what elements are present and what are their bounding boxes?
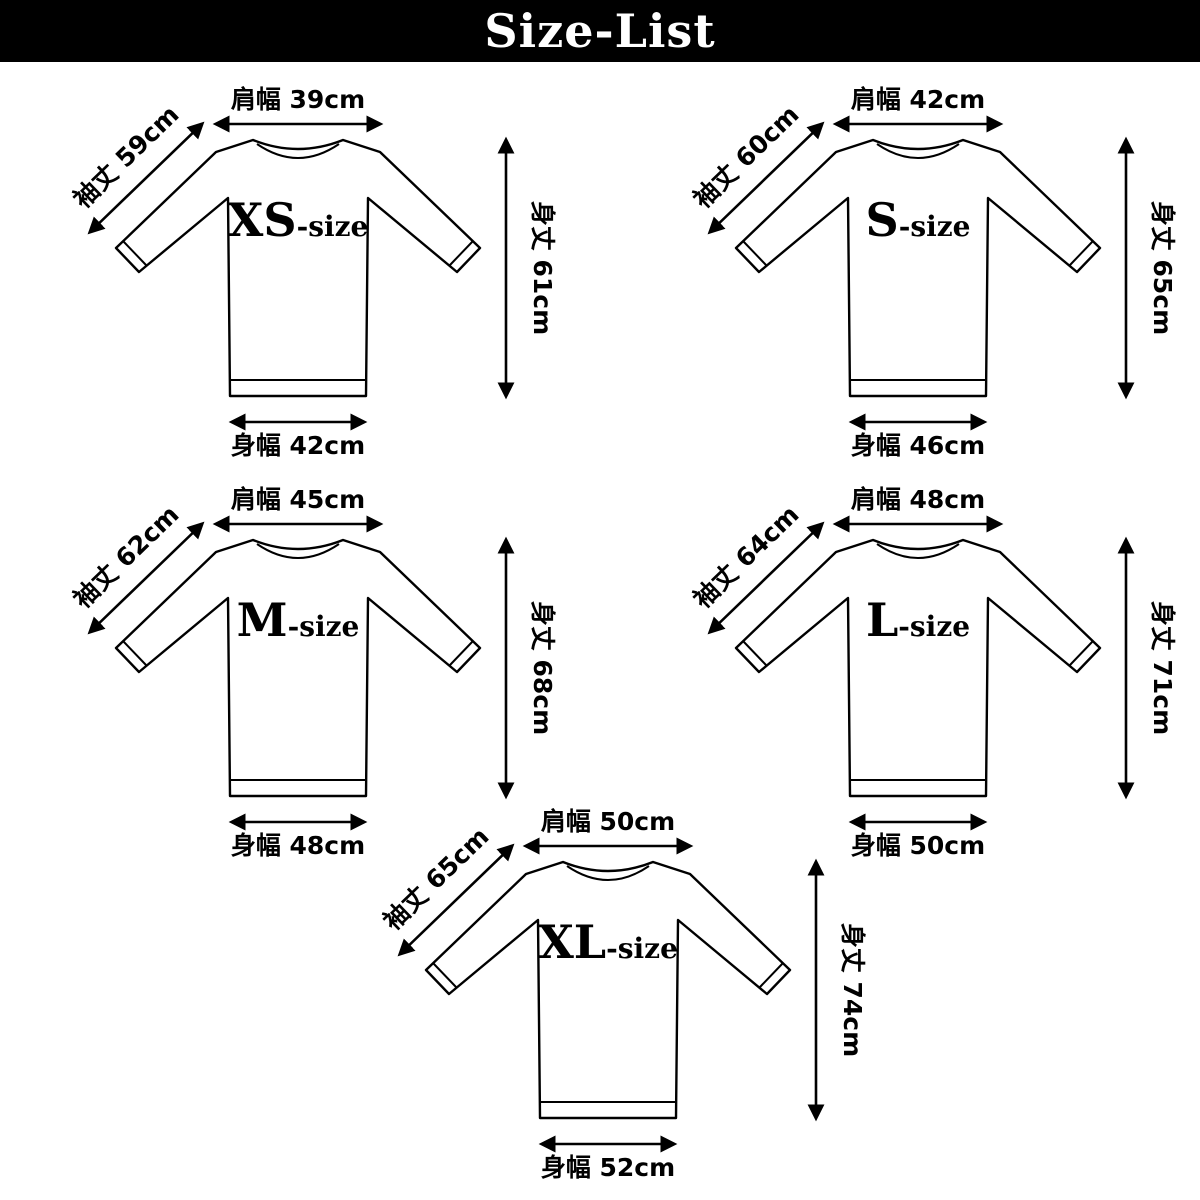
- size-label: S-size: [866, 193, 971, 247]
- size-panel-xs: 肩幅 39cm 袖丈 59cm 身丈 61cm 身幅 42cm XS-size: [28, 78, 557, 468]
- left-cuff-seam: [742, 240, 767, 266]
- shoulder-width-label: 肩幅 45cm: [231, 485, 365, 514]
- header-bar: Size-List: [0, 0, 1200, 62]
- right-cuff-seam: [1069, 240, 1094, 266]
- sleeve-length-arrow: [87, 521, 205, 635]
- size-label: M-size: [237, 593, 360, 647]
- size-label: XS-size: [228, 193, 369, 247]
- body-width-label: 身幅 48cm: [231, 831, 365, 860]
- left-cuff-seam: [122, 640, 147, 666]
- size-label: L-size: [866, 593, 970, 647]
- body-width-label: 身幅 42cm: [231, 431, 365, 460]
- size-panel-m: 肩幅 45cm 袖丈 62cm 身丈 68cm 身幅 48cm M-size: [28, 478, 557, 868]
- left-cuff-seam: [122, 240, 147, 266]
- shoulder-width-label: 肩幅 48cm: [851, 485, 985, 514]
- size-panel-xl: 肩幅 50cm 袖丈 65cm 身丈 74cm 身幅 52cm XL-size: [338, 800, 867, 1190]
- shirt-outline: [734, 138, 1102, 398]
- sleeve-length-arrow: [397, 843, 515, 957]
- sleeve-length-arrow: [707, 521, 825, 635]
- shirt-outline: [114, 138, 482, 398]
- size-diagram-xl: 肩幅 50cm 袖丈 65cm 身丈 74cm 身幅 52cm XL-size: [378, 807, 867, 1182]
- shirt-outline: [734, 538, 1102, 798]
- size-diagram-m: 肩幅 45cm 袖丈 62cm 身丈 68cm 身幅 48cm M-size: [68, 485, 557, 860]
- shoulder-width-label: 肩幅 39cm: [231, 85, 365, 114]
- collar-seam: [876, 143, 960, 159]
- collar-seam: [256, 543, 340, 559]
- size-diagram-l: 肩幅 48cm 袖丈 64cm 身丈 71cm 身幅 50cm L-size: [688, 485, 1177, 860]
- size-diagram-s: 肩幅 42cm 袖丈 60cm 身丈 65cm 身幅 46cm S-size: [688, 85, 1177, 460]
- size-diagram-xs: 肩幅 39cm 袖丈 59cm 身丈 61cm 身幅 42cm XS-size: [68, 85, 557, 460]
- collar-seam: [256, 143, 340, 159]
- size-label: XL-size: [538, 915, 678, 969]
- body-length-label: 身丈 65cm: [1148, 201, 1177, 335]
- collar-seam: [566, 865, 650, 881]
- size-panel-s: 肩幅 42cm 袖丈 60cm 身丈 65cm 身幅 46cm S-size: [648, 78, 1177, 468]
- shoulder-width-label: 肩幅 50cm: [541, 807, 675, 836]
- left-cuff-seam: [742, 640, 767, 666]
- sleeve-length-arrow: [87, 121, 205, 235]
- right-cuff-seam: [1069, 640, 1094, 666]
- right-cuff-seam: [759, 962, 784, 988]
- collar-seam: [876, 543, 960, 559]
- right-cuff-seam: [449, 240, 474, 266]
- page-title: Size-List: [484, 4, 716, 58]
- body-width-label: 身幅 50cm: [851, 831, 985, 860]
- body-length-label: 身丈 68cm: [528, 601, 557, 735]
- body-width-label: 身幅 46cm: [851, 431, 985, 460]
- left-cuff-seam: [432, 962, 457, 988]
- body-length-label: 身丈 71cm: [1148, 601, 1177, 735]
- right-cuff-seam: [449, 640, 474, 666]
- size-panel-l: 肩幅 48cm 袖丈 64cm 身丈 71cm 身幅 50cm L-size: [648, 478, 1177, 868]
- body-width-label: 身幅 52cm: [541, 1153, 675, 1182]
- sleeve-length-arrow: [707, 121, 825, 235]
- body-length-label: 身丈 61cm: [528, 201, 557, 335]
- shoulder-width-label: 肩幅 42cm: [851, 85, 985, 114]
- body-length-label: 身丈 74cm: [838, 923, 867, 1057]
- shirt-outline: [424, 860, 792, 1120]
- shirt-outline: [114, 538, 482, 798]
